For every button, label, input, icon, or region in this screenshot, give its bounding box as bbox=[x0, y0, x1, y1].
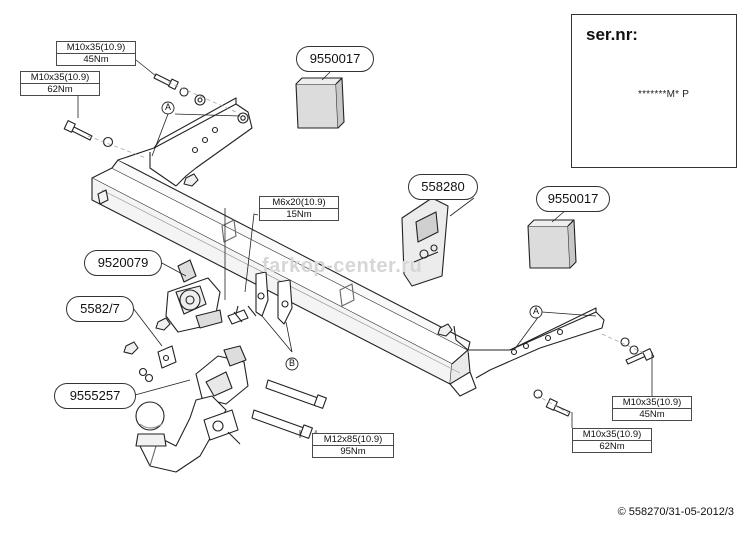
spec-top-bolt-2: M10x35(10.9) 62Nm bbox=[20, 71, 100, 96]
spec-right-bolt-2: M10x35(10.9) 62Nm bbox=[572, 428, 652, 453]
part-label-plate: 558280 bbox=[408, 174, 478, 200]
callout-markers bbox=[161, 101, 543, 371]
part-label-bracket: 5582/7 bbox=[66, 296, 134, 322]
callout-a-right-letter: A bbox=[533, 306, 540, 316]
part-label-bag-top: 9550017 bbox=[296, 46, 374, 72]
watermark: farkop-center.ru bbox=[262, 255, 423, 277]
bolt-size: M6x20(10.9) bbox=[272, 197, 326, 208]
bolt-torque: 95Nm bbox=[313, 445, 393, 457]
bolt-size: M10x35(10.9) bbox=[582, 429, 642, 440]
spec-main-bolt: M12x85(10.9) 95Nm bbox=[312, 433, 394, 458]
towball-assembly bbox=[135, 345, 249, 473]
spec-right-bolt-1: M10x35(10.9) 45Nm bbox=[612, 396, 692, 421]
serial-value: *******M* P bbox=[638, 89, 690, 100]
fixing-bag-right bbox=[527, 219, 577, 269]
bolts bbox=[63, 73, 655, 439]
bolt-size: M10x35(10.9) bbox=[30, 72, 90, 83]
callout-a-left-letter: A bbox=[165, 102, 172, 112]
left-mounting-arm bbox=[117, 97, 253, 187]
bolt-torque: 62Nm bbox=[21, 83, 99, 95]
bolt-size: M12x85(10.9) bbox=[323, 434, 383, 445]
socket-bracket bbox=[165, 259, 223, 333]
bolt-torque: 62Nm bbox=[573, 440, 651, 452]
spec-mid-bolt: M6x20(10.9) 15Nm bbox=[259, 196, 339, 221]
copyright-note: © 558270/31-05-2012/3 bbox=[617, 506, 734, 518]
part-label-socket: 9520079 bbox=[84, 250, 162, 276]
callout-b-letter: B bbox=[289, 358, 296, 368]
serial-number-box: ser.nr: *******M* P bbox=[571, 14, 737, 168]
cover-plate-558280 bbox=[401, 197, 449, 287]
fixing-bag-top bbox=[295, 77, 345, 129]
bolt-size: M10x35(10.9) bbox=[66, 42, 126, 53]
bolt-torque: 45Nm bbox=[57, 53, 135, 65]
bolt-torque: 15Nm bbox=[260, 208, 338, 220]
bolt-torque: 45Nm bbox=[613, 408, 691, 420]
spec-top-bolt-1: M10x35(10.9) 45Nm bbox=[56, 41, 136, 66]
bolt-size: M10x35(10.9) bbox=[622, 397, 682, 408]
tow-bar-crossbeam bbox=[91, 159, 477, 397]
part-label-bag-right: 9550017 bbox=[536, 186, 610, 212]
serial-title: ser.nr: bbox=[586, 25, 638, 44]
callout-a-left bbox=[161, 101, 175, 115]
part-label-towball: 9555257 bbox=[54, 383, 136, 409]
callout-a-right bbox=[529, 305, 543, 319]
callout-b bbox=[285, 357, 299, 371]
right-mounting-arm bbox=[453, 307, 605, 379]
center-brackets bbox=[255, 271, 293, 325]
nuts-washers bbox=[102, 87, 639, 399]
